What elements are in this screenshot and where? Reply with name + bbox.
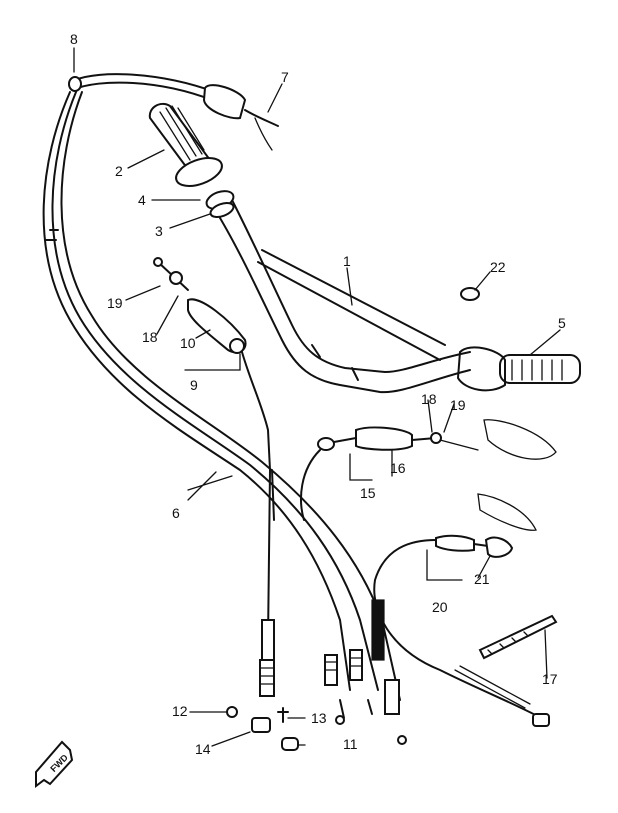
callout-18b: 18 [421,391,437,407]
callout-3: 3 [155,223,163,239]
leader-lines [73,47,561,747]
callout-17: 17 [542,671,558,687]
cable-tie [478,614,558,660]
handlebar [213,199,471,394]
callout-6: 6 [172,505,180,521]
throttle-cable-top [68,73,279,151]
callout-19b: 19 [450,397,466,413]
small-fittings [226,706,299,751]
cable-ends [324,599,407,745]
fitting-11 [281,737,299,751]
callout-9: 9 [190,377,198,393]
callout-5: 5 [558,315,566,331]
choke-cable [373,534,550,727]
callout-1: 1 [343,253,351,269]
long-cables [42,91,401,701]
switch-cap [460,287,480,301]
callout-10: 10 [180,335,196,351]
callout-16: 16 [390,460,406,476]
callout-12: 12 [172,703,188,719]
callout-8: 8 [70,31,78,47]
callout-11: 11 [343,736,358,752]
fitting-14 [251,717,271,733]
fitting-12 [226,706,238,718]
throttle-housing [205,190,235,218]
callout-15: 15 [360,485,376,501]
callout-20: 20 [432,599,448,615]
callout-13: 13 [311,710,327,726]
callout-19a: 19 [107,295,123,311]
callout-21: 21 [474,571,490,587]
grip-collar [175,157,223,187]
callout-22: 22 [490,259,506,275]
right-grip [457,346,581,392]
callout-7: 7 [281,69,289,85]
right-lever-assembly [300,419,557,531]
callout-14: 14 [195,741,211,757]
left-lever-assembly [153,257,275,697]
callout-2: 2 [115,163,123,179]
fwd-arrow-icon: FWD [35,740,74,788]
fitting-13 [277,707,289,723]
callout-18a: 18 [142,329,158,345]
callout-4: 4 [138,192,146,208]
callout-labels: 1 2 3 4 5 6 7 8 9 10 11 12 13 14 15 16 1… [70,31,566,757]
